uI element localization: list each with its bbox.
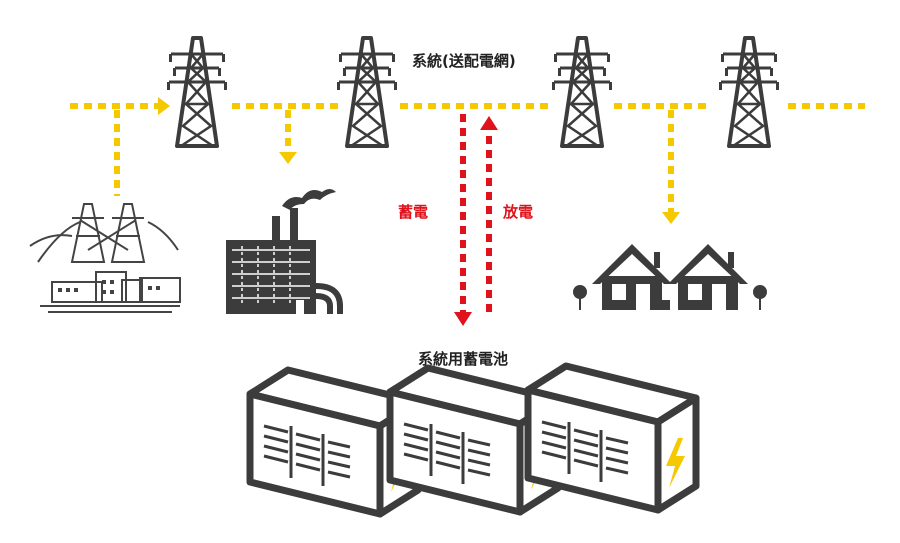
discharge-label: 放電: [503, 203, 534, 221]
houses-icon: [573, 244, 767, 310]
supply-flow-to-houses: [662, 110, 680, 224]
grid-power-line: [70, 97, 865, 115]
transmission-tower-icon: [717, 36, 781, 148]
factory-icon: [226, 189, 343, 314]
substation-icon: [29, 203, 181, 313]
discharge-arrow: [480, 116, 498, 312]
transmission-tower-icon: [550, 36, 614, 148]
charge-arrow: [454, 114, 472, 326]
grid-label: 系統(送配電網): [412, 52, 516, 70]
transmission-tower-icon: [335, 36, 399, 148]
charge-label: 蓄電: [398, 203, 429, 221]
transmission-tower-icon: [165, 36, 229, 148]
supply-flow-to-factory: [279, 110, 297, 164]
battery-label: 系統用蓄電池: [418, 350, 509, 368]
